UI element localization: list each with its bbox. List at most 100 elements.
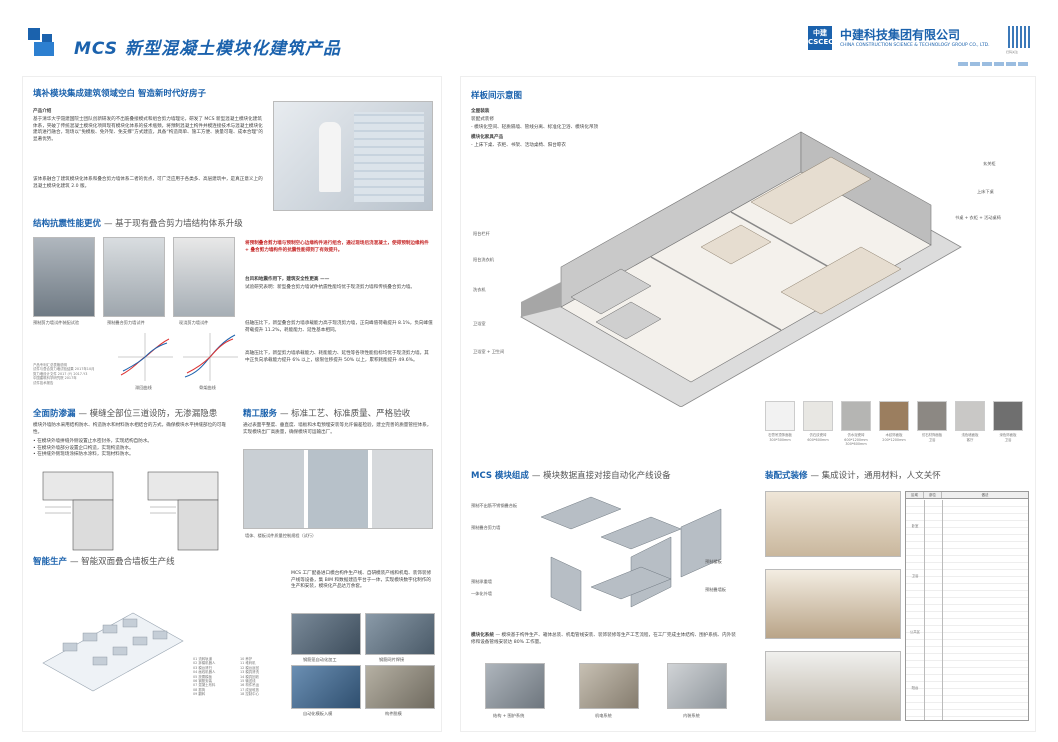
layout-title: 样板间示意图 bbox=[471, 91, 523, 101]
structure-subtitle: — 基于现有叠合剪力墙结构体系升级 bbox=[103, 219, 243, 229]
module-label-left: 预制承重墙 bbox=[471, 579, 492, 584]
waterproof-title-main: 全面防渗漏 bbox=[33, 409, 76, 419]
smart-text: MCS 工厂配备进口模台构件生产线、自研模装产线和机电、装饰装修产线等设备，集 … bbox=[291, 571, 432, 590]
factory-caption-1: 钢筋笼自动化加工 bbox=[303, 657, 337, 662]
decoration-table-header: 区域 部位 做法 bbox=[906, 492, 1028, 499]
quality-title-main: 精工服务 bbox=[243, 409, 278, 419]
note-2: 试件与叠合剪力墙试验结果 2017年10月 bbox=[33, 367, 95, 372]
waterproof-item-1-text: 在模块外墙拼缝外侧设置止水密封条，实现结构自防水。 bbox=[37, 439, 153, 444]
factory-caption-2: 钢筋网片焊接 bbox=[379, 657, 405, 662]
legend-item: 15 输送线 bbox=[240, 679, 256, 684]
chart-caption-2: 骨架曲线 bbox=[199, 385, 216, 390]
smart-subtitle: — 智能双面叠合墙板生产线 bbox=[69, 557, 175, 567]
isometric-floor-plan bbox=[520, 131, 962, 407]
legend-item: 18 控制中心 bbox=[240, 692, 259, 697]
table-header-cell: 区域 bbox=[906, 492, 924, 498]
modules-system: 模块化系统 — 模块基于构件生产、箱体总装、机电管线安装、装饰装修等生产工艺流程… bbox=[471, 633, 739, 646]
left-panel: 填补模块集成建筑领域空白 智造新时代好房子 产品介绍 基于清华大学聂建国院士团队… bbox=[22, 76, 442, 732]
structure-title-main: 结构抗震性能更优 bbox=[33, 219, 102, 229]
material-name: 浅色墙面板 bbox=[961, 433, 979, 437]
waterproof-item-2: • 在模块外墙部分设置企口构造，实现构造防水。 bbox=[33, 445, 134, 451]
material-size: 600*1200mm 300*600mm bbox=[844, 438, 868, 447]
qr-caption: 扫码关注 bbox=[1006, 50, 1019, 54]
module-label-right: 预制叠墙板 bbox=[705, 587, 726, 592]
legend-item: 08 振捣 bbox=[193, 687, 206, 692]
plan-label-left: 卫浴室 + 卫生间 bbox=[473, 349, 505, 354]
quality-photo-grid bbox=[243, 449, 433, 529]
modules-title: MCS 模块组成 — 模块数据直接对接自动化产线设备 bbox=[471, 469, 671, 481]
modules-title-main: MCS 模块组成 bbox=[471, 471, 529, 481]
qr-code-icon bbox=[1008, 26, 1030, 48]
waterproof-list: • 在模块外墙拼缝外侧设置止水密封条，实现结构自防水。 • 在模块外墙部分设置企… bbox=[33, 439, 233, 459]
material-swatch bbox=[993, 401, 1023, 431]
waterproof-item-1: • 在模块外墙拼缝外侧设置止水密封条，实现结构自防水。 bbox=[33, 439, 153, 444]
plan-label-right: 上床下桌 bbox=[977, 189, 994, 194]
company-name-cn: 中建科技集团有限公司 bbox=[840, 28, 961, 42]
structure-test-text: 试验研究表明：新型叠合剪力墙试件抗震性能均优于现浇剪力墙和传统叠合剪力墙。 bbox=[245, 285, 415, 290]
decoration-title-main: 装配式装修 bbox=[765, 471, 808, 481]
legend-item: 02 拆模机器人 bbox=[193, 661, 216, 666]
module-system-2 bbox=[579, 663, 639, 709]
waterproof-item-3: • 在拼缝外侧现场涂抹防水涂料，实现材料防水。 bbox=[33, 452, 134, 458]
legend-item: 09 翻转 bbox=[193, 692, 206, 697]
layout-heading-1: 全屋装装 bbox=[471, 109, 490, 114]
material-size: 卫浴 bbox=[928, 438, 936, 442]
header-divider bbox=[958, 62, 1030, 66]
layout-heading-2: 模块化家具产品 bbox=[471, 135, 504, 140]
test-photo-1 bbox=[33, 237, 95, 317]
legend-item: 06 钢筋安装 bbox=[193, 679, 212, 684]
factory-photo-4 bbox=[365, 665, 435, 709]
smart-title: 智能生产 — 智能双面叠合墙板生产线 bbox=[33, 555, 175, 567]
right-panel: 样板间示意图 全屋装装 装配式装修 - 模块化空间、轻质隔墙、管线分离、标准化卫… bbox=[460, 76, 1036, 732]
structure-result-2: 高轴压比下，新型剪力墙承载能力、耗能能力、延性等各项性能指标均优于现浇剪力墙，其… bbox=[245, 351, 429, 363]
module-exploded-diagram bbox=[540, 496, 722, 612]
material-swatch bbox=[803, 401, 833, 431]
plan-label-left: 卫浴室 bbox=[473, 321, 486, 326]
material-size: 客厅 bbox=[966, 438, 974, 442]
waterproof-title: 全面防渗漏 — 模缝全部位三道设防，无渗漏隐患 bbox=[33, 407, 217, 419]
factory-photo-2 bbox=[365, 613, 435, 655]
plan-label-left: 洗衣机 bbox=[473, 287, 486, 292]
material-name: 深色饰面板 bbox=[999, 433, 1017, 437]
interior-photo-2 bbox=[765, 569, 901, 639]
decoration-table-body: 卧室 卫浴 公共区 阳台 bbox=[906, 500, 1028, 720]
decoration-table: 区域 部位 做法 卧室 卫浴 公共区 阳台 bbox=[905, 491, 1029, 721]
table-group: 公共区 bbox=[909, 630, 921, 634]
legend-item: 13 模具清洗 bbox=[240, 670, 259, 675]
intro-title: 填补模块集成建筑领域空白 智造新时代好房子 bbox=[33, 89, 206, 99]
material-swatch bbox=[765, 401, 795, 431]
factory-photo-1 bbox=[291, 613, 361, 655]
module-label-left: 预制叠合剪力墙 bbox=[471, 525, 501, 530]
company-logo-icon: 中建 CSCEC bbox=[808, 26, 833, 50]
chart-caption-1: 滞回曲线 bbox=[135, 385, 152, 390]
legend-item: 14 模具回收 bbox=[240, 674, 259, 679]
header-logo-icon bbox=[28, 28, 64, 56]
page-title: MCS 新型混凝土模块化建筑产品 bbox=[74, 39, 341, 59]
material-swatch bbox=[841, 401, 871, 431]
legend-item: 12 模台返回 bbox=[240, 665, 259, 670]
note-4: 中国建筑科学研究院 2017年 bbox=[33, 376, 77, 381]
material-size: 600*600mm bbox=[807, 438, 829, 442]
legend-item: 04 画线机器人 bbox=[193, 670, 216, 675]
waterproof-subtitle: — 模缝全部位三道设防，无渗漏隐患 bbox=[78, 409, 218, 419]
structure-notes: 产品专利汇总表格说明 试件与叠合剪力墙试验结果 2017年10月 剪力墙设计文件… bbox=[33, 363, 113, 385]
quality-text: 通过表面平整度、垂直度、墙板和水电预埋安装等允许偏差检验，建立完善的质量管控体系… bbox=[243, 423, 432, 435]
material-name: 仿石纹瓷砖 bbox=[809, 433, 827, 437]
table-group: 卫浴 bbox=[911, 574, 919, 578]
structure-title: 结构抗震性能更优 — 基于现有叠合剪力墙结构体系升级 bbox=[33, 217, 243, 229]
material-size: 卫浴 bbox=[1004, 438, 1012, 442]
note-1: 产品专利汇总表格说明 bbox=[33, 363, 67, 367]
table-header-cell: 部位 bbox=[924, 492, 942, 498]
factory-photo-3 bbox=[291, 665, 361, 709]
legend-item: 17 成品堆放 bbox=[240, 687, 259, 692]
interior-photo-1 bbox=[765, 491, 901, 557]
legend-item: 05 放置模板 bbox=[193, 674, 212, 679]
hysteresis-chart bbox=[118, 333, 238, 381]
material-name: 石膏吊顶饰面板 bbox=[768, 433, 792, 437]
module-system-caption-1: 结构 + 围护系统 bbox=[493, 713, 525, 718]
material-size: 200*1200mm bbox=[882, 438, 906, 442]
test-photo-3 bbox=[173, 237, 235, 317]
test-caption-1: 预制剪力墙试件装配试验 bbox=[33, 320, 80, 325]
material-name: 木纹饰面板 bbox=[885, 433, 903, 437]
waterproof-item-2-text: 在模块外墙部分设置企口构造，实现构造防水。 bbox=[37, 445, 134, 451]
